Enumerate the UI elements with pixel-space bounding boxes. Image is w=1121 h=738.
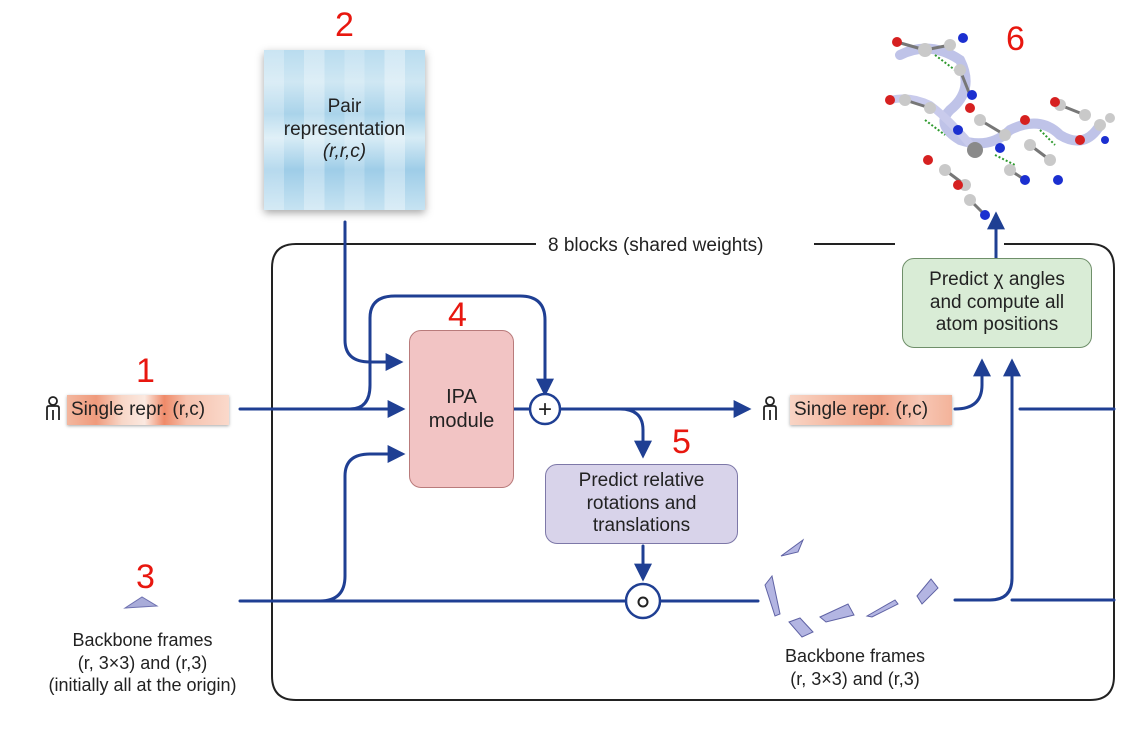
frames-in-line-1: Backbone frames [72,630,213,650]
frame-shards-icon [764,538,939,638]
frames-in-line-3: (initially all at the origin) [48,675,237,695]
single-repr-output: Single repr. (r,c) [790,395,952,425]
frames-out-line-2: (r, 3×3) and (r,3) [790,668,920,689]
marker-4: 4 [448,296,467,334]
pair-label-2: representation [283,118,406,140]
frames-to-ipa-arrow [238,445,406,603]
pair-dims: (r,r,c) [322,141,367,163]
compose-node [624,582,662,620]
marker-3: 3 [136,558,155,596]
frames-in-line-2: (r, 3×3) and (r,3) [77,652,208,673]
predict-rot-label-3: translations [592,515,691,537]
ipa-label-1: IPA [446,386,477,408]
marker-6: 6 [1006,20,1025,58]
skip-connection-arrow [348,294,554,411]
ipa-label-2: module [428,410,495,432]
protein-structure-image [885,33,1115,220]
frames-input-label: Backbone frames (r, 3×3) and (r,3) (init… [10,629,275,697]
predict-chi-label-3: atom positions [935,314,1059,336]
predict-chi-label-2: and compute all [929,291,1065,313]
predict-chi-box: Predict χ angles and compute all atom po… [902,258,1092,348]
pair-label-1: Pair [327,95,362,117]
single-to-chi-arrow [953,358,991,411]
person-icon [761,396,779,428]
marker-1: 1 [136,352,155,390]
predict-rot-label-1: Predict relative [578,469,705,491]
frame-triangle-icon [123,596,159,609]
blocks-frame [271,243,1115,701]
frames-output-label: Backbone frames (r, 3×3) and (r,3) [740,645,970,690]
marker-2: 2 [335,6,354,44]
frames-to-chi-arrow [953,358,1021,602]
marker-5: 5 [672,423,691,461]
predict-chi-label-1: Predict χ angles [929,268,1065,290]
plus-symbol: + [538,396,552,423]
predict-rot-label-2: rotations and [586,492,697,514]
pair-representation-box: Pair representation (r,r,c) [264,50,425,210]
person-icon [44,396,62,428]
blocks-label: 8 blocks (shared weights) [548,235,764,256]
plus-node: + [528,392,562,426]
frames-out-line-1: Backbone frames [784,646,926,666]
single-repr-input: Single repr. (r,c) [67,395,229,425]
to-predict-rot-arrow [618,407,652,459]
ipa-module-box: IPA module [409,330,514,488]
predict-rotations-box: Predict relative rotations and translati… [545,464,738,544]
